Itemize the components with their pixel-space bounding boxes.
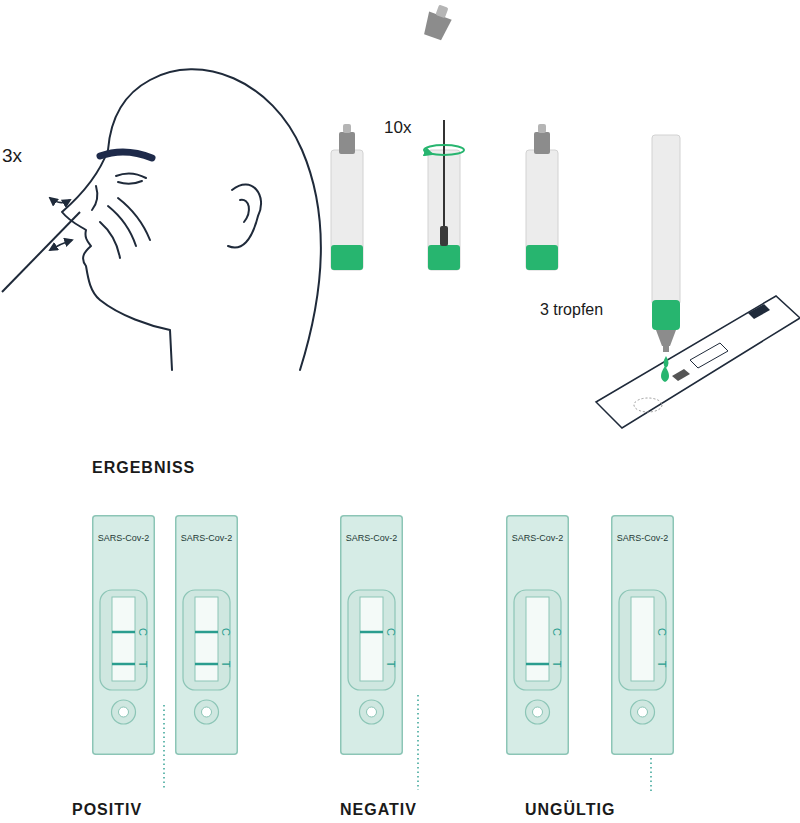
- test-line-letter: T: [137, 661, 149, 668]
- product-name: SARS-Cov-2: [617, 534, 669, 544]
- control-line-letter: C: [137, 628, 149, 636]
- test-cassette-perspective: [596, 296, 800, 428]
- result-label: UNGÜLTIG: [525, 801, 615, 819]
- product-name: SARS-Cov-2: [346, 534, 398, 544]
- control-line-letter: C: [385, 628, 397, 636]
- extraction-tube: [331, 124, 363, 270]
- extraction-tube-open: [421, 2, 464, 270]
- product-name: SARS-Cov-2: [181, 534, 233, 544]
- test-line-letter: T: [220, 661, 232, 668]
- test-cassette: SARS-Cov-2C T: [340, 515, 403, 755]
- test-cassette: SARS-Cov-2C T: [175, 515, 238, 755]
- dropper-tube: [652, 135, 680, 382]
- test-cassette: SARS-Cov-2C T: [611, 515, 674, 755]
- result-label: POSITIV: [72, 801, 142, 819]
- test-cassette: SARS-Cov-2C T: [506, 515, 569, 755]
- test-line-letter: T: [656, 661, 668, 668]
- repeat-count: 10x: [384, 119, 411, 138]
- test-cassette: SARS-Cov-2C T: [92, 515, 155, 755]
- control-line-letter: C: [551, 628, 563, 636]
- repeat-count: 3x: [2, 146, 22, 167]
- test-line-letter: T: [385, 661, 397, 668]
- section-heading: ERGEBNISS: [92, 459, 195, 477]
- nasal-swab: [2, 198, 80, 292]
- product-name: SARS-Cov-2: [98, 534, 150, 544]
- control-line-letter: C: [656, 628, 668, 636]
- result-label: NEGATIV: [340, 801, 417, 819]
- drop-count: 3 tropfen: [540, 301, 603, 319]
- head-profile: [62, 69, 321, 370]
- extraction-tube: [526, 124, 558, 270]
- test-line-letter: T: [551, 661, 563, 668]
- control-line-letter: C: [220, 628, 232, 636]
- product-name: SARS-Cov-2: [512, 534, 564, 544]
